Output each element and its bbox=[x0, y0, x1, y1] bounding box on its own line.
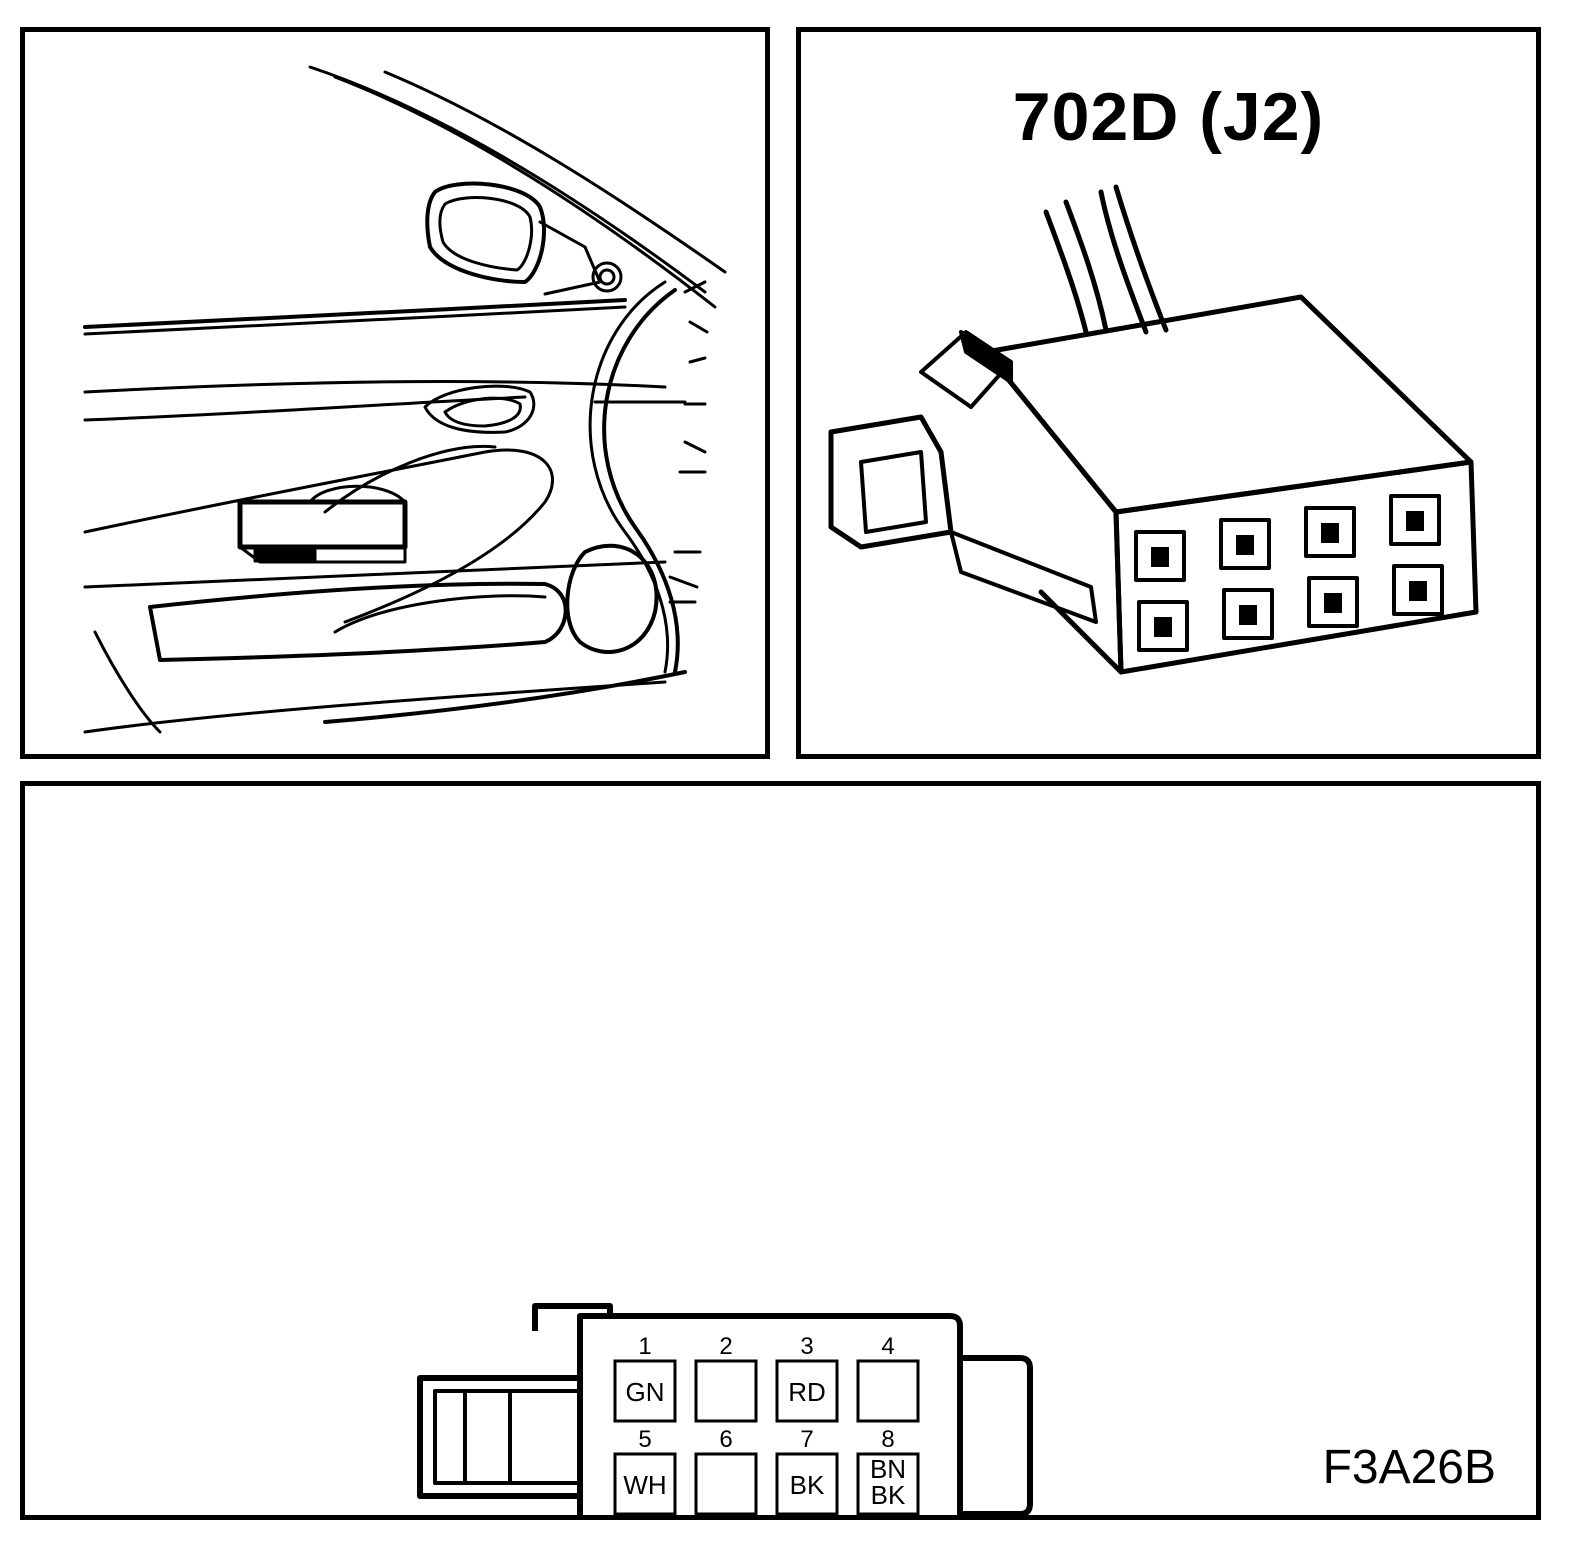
pin-wire-color-5: WH bbox=[623, 1470, 666, 1500]
pin-number-7: 7 bbox=[800, 1426, 813, 1453]
pin-cavity-2 bbox=[694, 1359, 758, 1423]
connector-view-panel: 702D (J2) bbox=[796, 27, 1541, 759]
pin-number-6: 6 bbox=[719, 1426, 732, 1453]
pin-wire-color-8: BN bbox=[870, 1454, 906, 1484]
pin-cavity-5 bbox=[613, 1452, 677, 1515]
door-interior-illustration bbox=[83, 65, 727, 734]
pin-number-4: 4 bbox=[881, 1333, 894, 1360]
pin-wire-color-7: BK bbox=[790, 1470, 825, 1500]
pin-cavity-3 bbox=[775, 1359, 839, 1423]
connector-title: 702D (J2) bbox=[1012, 79, 1325, 155]
pin-cavity-8 bbox=[856, 1452, 920, 1515]
pin-number-1: 1 bbox=[638, 1333, 651, 1360]
connector-3d-illustration bbox=[828, 184, 1479, 675]
pin-cavity-4 bbox=[856, 1359, 920, 1423]
pin-number-2: 2 bbox=[719, 1333, 732, 1360]
figure-id: F3A26B bbox=[1322, 1441, 1496, 1494]
pin-cavity-6 bbox=[694, 1452, 758, 1515]
pin-number-8: 8 bbox=[881, 1426, 894, 1453]
pin-wire-color-8: BK bbox=[871, 1480, 906, 1510]
pin-cavity-7 bbox=[775, 1452, 839, 1515]
pin-number-3: 3 bbox=[800, 1333, 813, 1360]
pin-number-5: 5 bbox=[638, 1426, 651, 1453]
pin-cavity-1 bbox=[613, 1359, 677, 1423]
pin-wire-color-1: GN bbox=[626, 1377, 665, 1407]
door-location-panel bbox=[20, 27, 770, 759]
pin-wire-color-3: RD bbox=[788, 1377, 826, 1407]
